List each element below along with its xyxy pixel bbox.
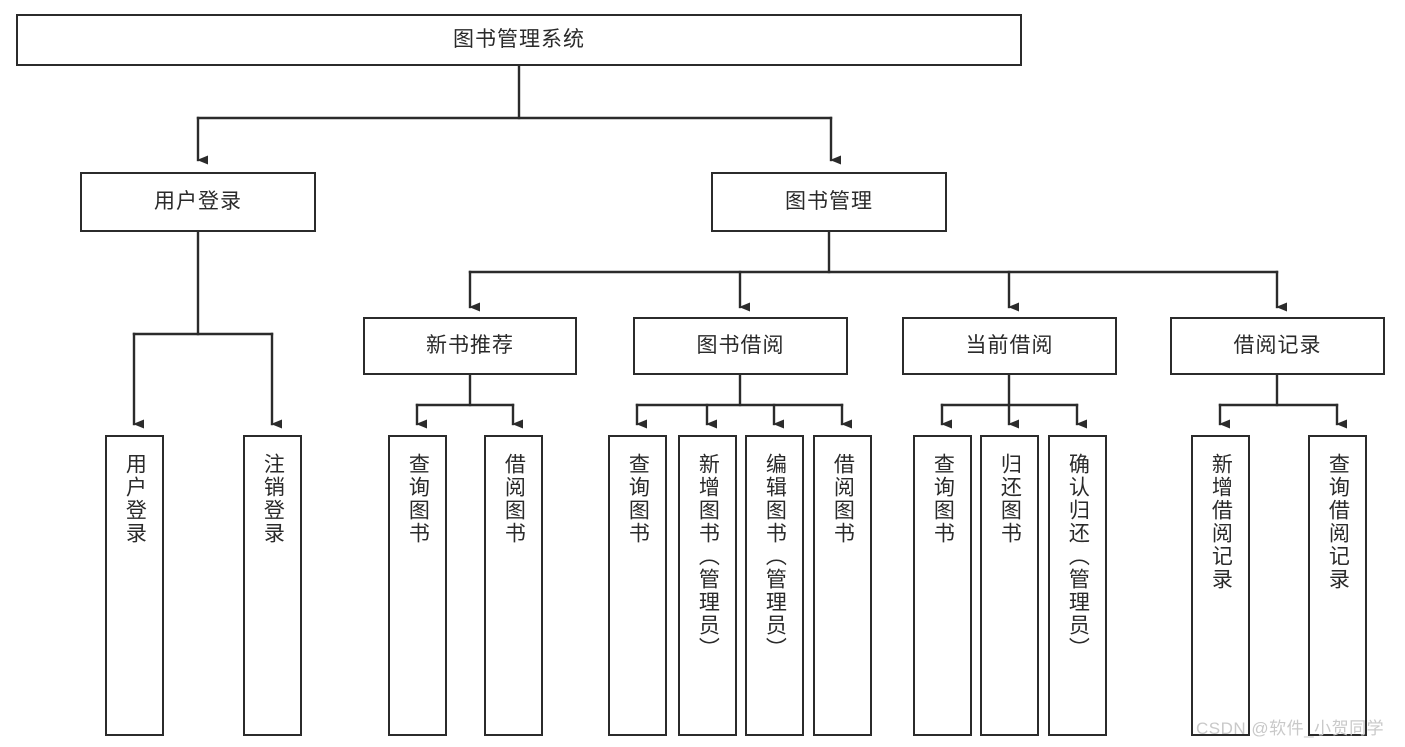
leaf-new-book-borrow-book[interactable]: 借阅图书 <box>484 435 543 736</box>
node-label: 图书管理系统 <box>453 28 585 52</box>
node-book-management[interactable]: 图书管理 <box>711 172 947 232</box>
node-label: 图书借阅 <box>696 334 785 358</box>
leaf-user-login-logout[interactable]: 注销登录 <box>243 435 302 736</box>
leaf-book-borrow-edit-book-admin[interactable]: 编辑图书（管理员） <box>745 435 804 736</box>
leaf-book-borrow-query-book[interactable]: 查询图书 <box>608 435 667 736</box>
node-borrow-record[interactable]: 借阅记录 <box>1170 317 1385 375</box>
node-label: 新增借阅记录 <box>1209 453 1233 591</box>
leaf-current-borrow-query-book[interactable]: 查询图书 <box>913 435 972 736</box>
node-user-login[interactable]: 用户登录 <box>80 172 316 232</box>
leaf-book-borrow-add-book-admin[interactable]: 新增图书（管理员） <box>678 435 737 736</box>
leaf-borrow-record-add-record[interactable]: 新增借阅记录 <box>1191 435 1250 736</box>
leaf-borrow-record-query-record[interactable]: 查询借阅记录 <box>1308 435 1367 736</box>
leaf-current-borrow-confirm-return-admin[interactable]: 确认归还（管理员） <box>1048 435 1107 736</box>
node-label: 借阅记录 <box>1233 334 1322 358</box>
leaf-book-borrow-borrow-book[interactable]: 借阅图书 <box>813 435 872 736</box>
node-label: 新书推荐 <box>426 334 514 358</box>
leaf-user-login-login[interactable]: 用户登录 <box>105 435 164 736</box>
node-current-borrow[interactable]: 当前借阅 <box>902 317 1117 375</box>
node-label: 归还图书 <box>998 453 1022 545</box>
node-label: 当前借阅 <box>965 334 1054 358</box>
leaf-new-book-query-book[interactable]: 查询图书 <box>388 435 447 736</box>
node-label: 编辑图书（管理员） <box>763 453 787 660</box>
node-label: 查询借阅记录 <box>1326 453 1350 591</box>
node-new-book-recommend[interactable]: 新书推荐 <box>363 317 577 375</box>
node-label: 借阅图书 <box>502 453 526 545</box>
node-label: 图书管理 <box>785 190 873 214</box>
node-label: 用户登录 <box>123 453 147 545</box>
node-book-borrow[interactable]: 图书借阅 <box>633 317 848 375</box>
node-label: 新增图书（管理员） <box>696 453 720 660</box>
node-root-book-management-system[interactable]: 图书管理系统 <box>16 14 1022 66</box>
node-label: 借阅图书 <box>831 453 855 545</box>
leaf-current-borrow-return-book[interactable]: 归还图书 <box>980 435 1039 736</box>
node-label: 注销登录 <box>261 453 285 545</box>
node-label: 确认归还（管理员） <box>1066 453 1090 660</box>
node-label: 用户登录 <box>154 190 242 214</box>
node-label: 查询图书 <box>406 453 430 545</box>
node-label: 查询图书 <box>931 453 955 545</box>
node-label: 查询图书 <box>626 453 650 545</box>
csdn-watermark: CSDN @软件_小贺同学 <box>1196 719 1385 738</box>
